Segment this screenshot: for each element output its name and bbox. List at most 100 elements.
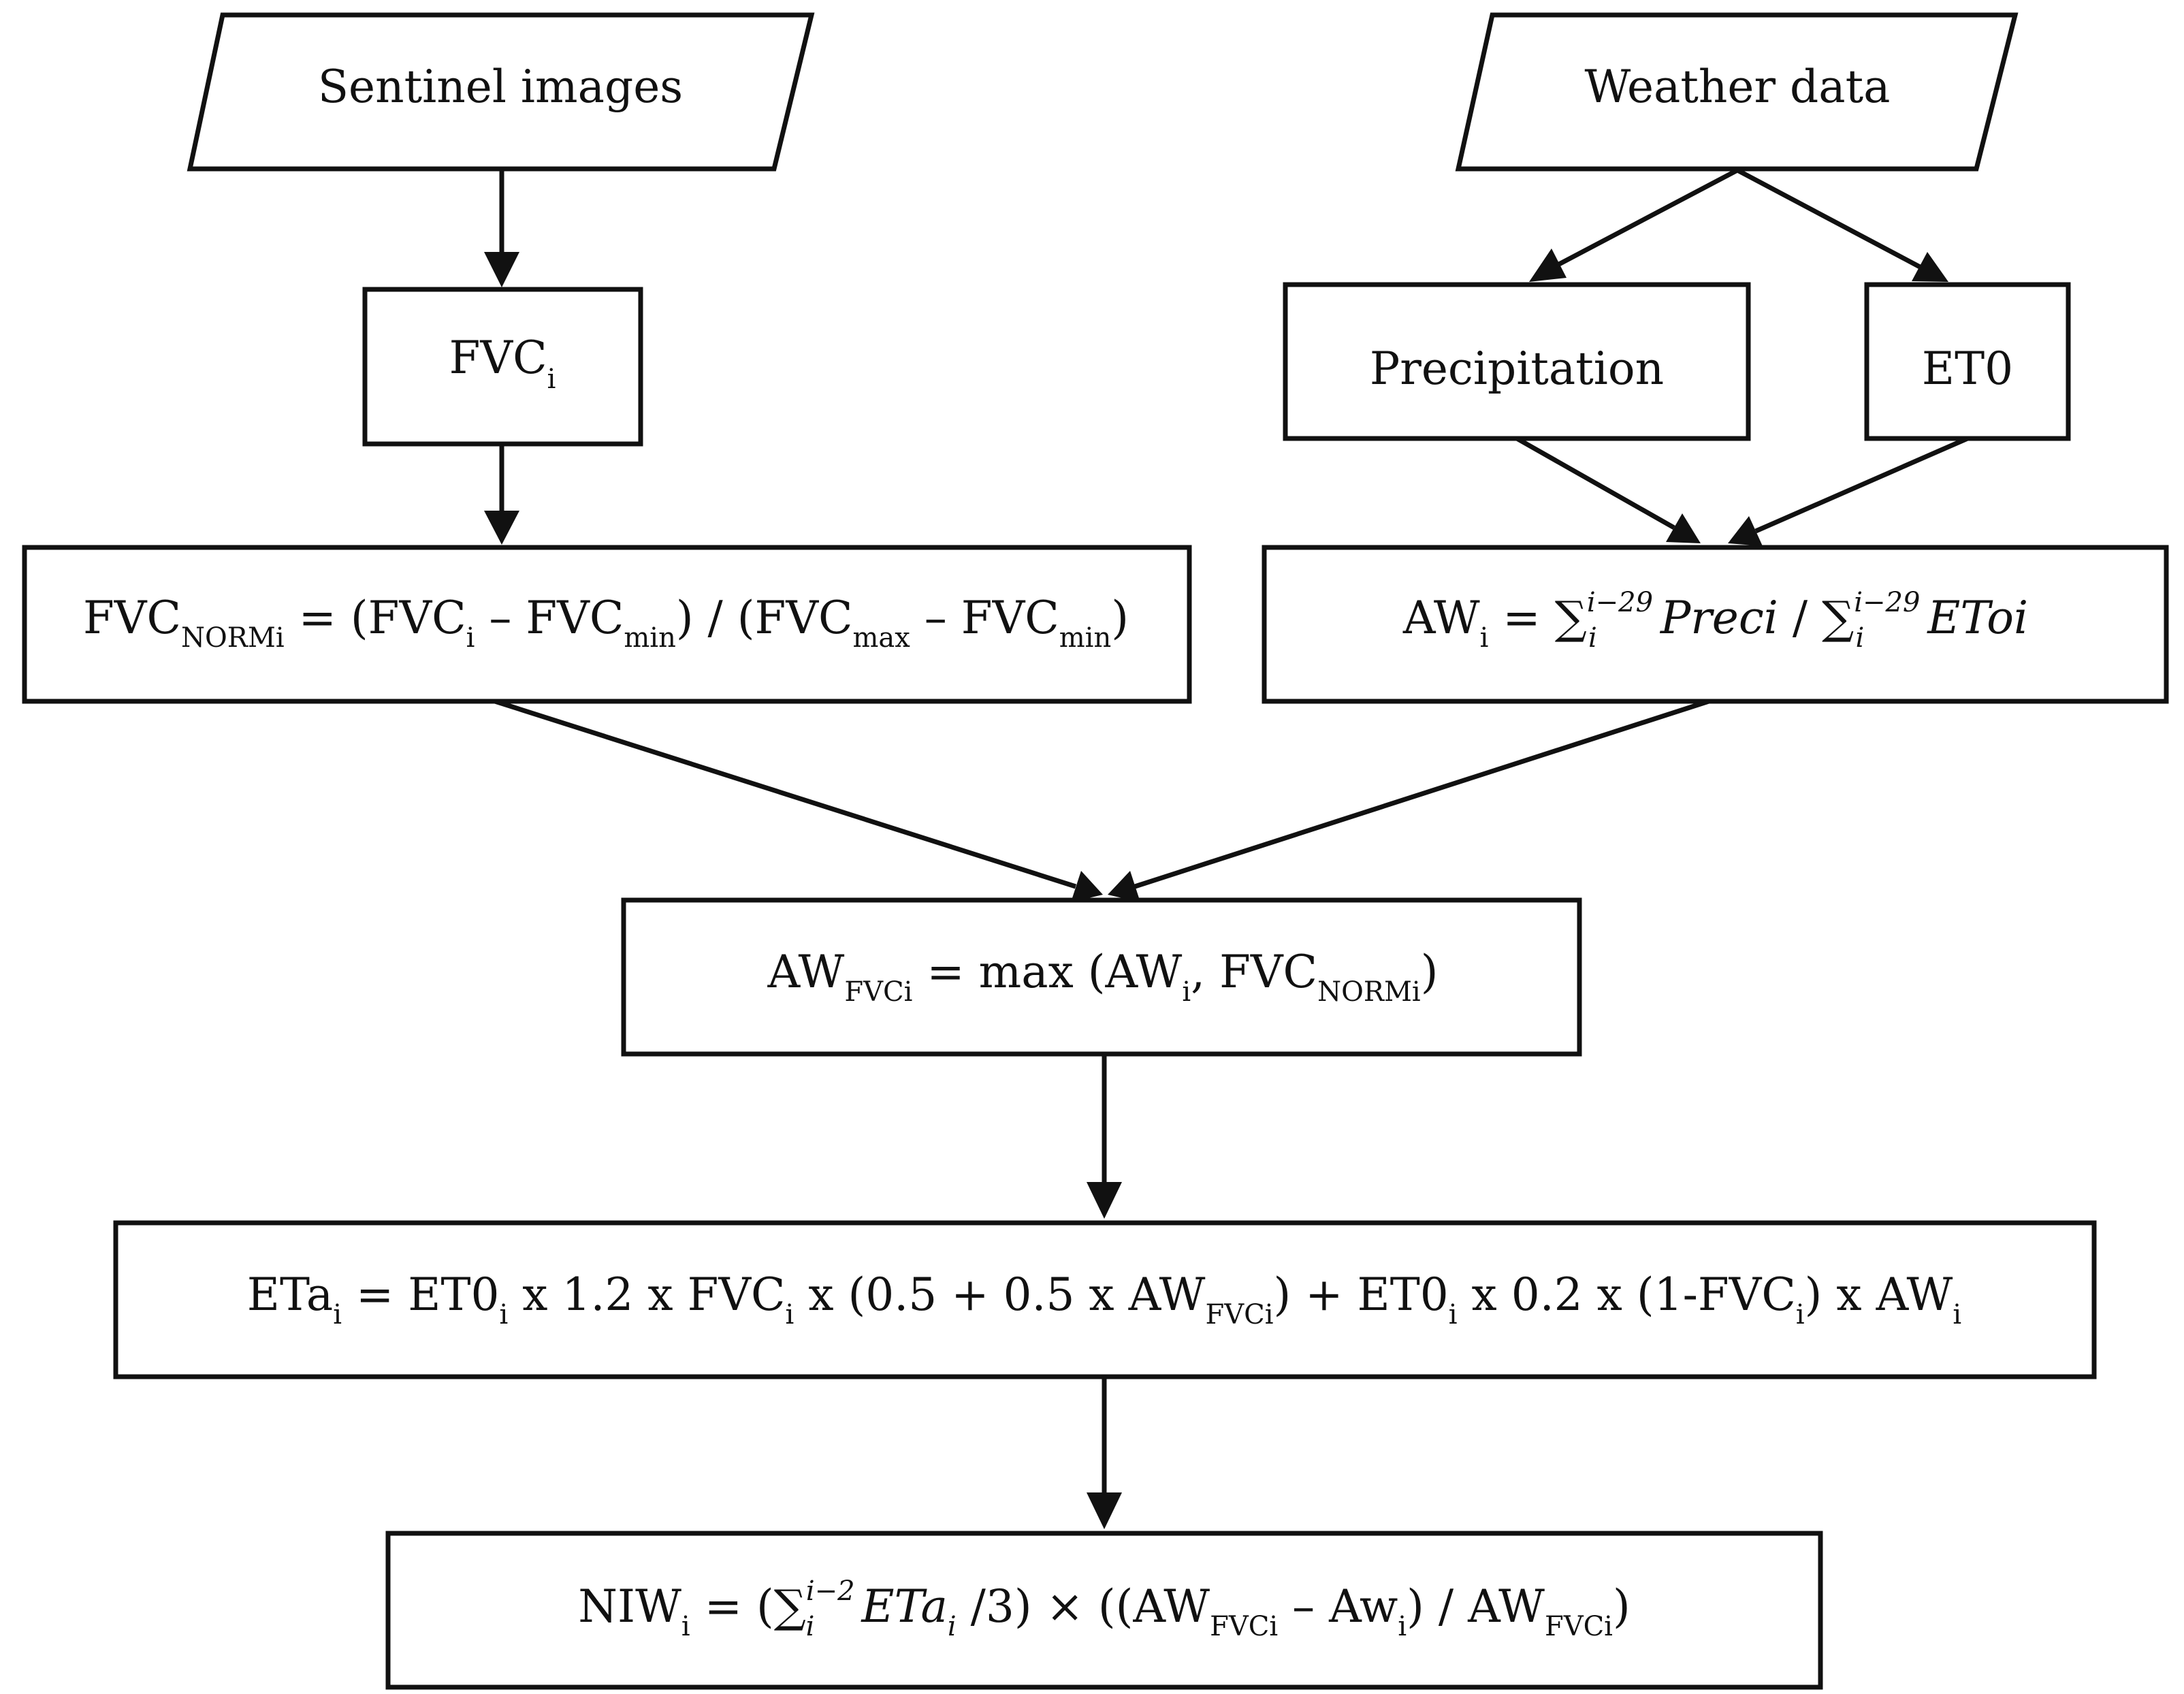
node-label: FVCi <box>449 332 556 395</box>
formula-part: = (∑ <box>690 1580 806 1633</box>
formula-part: = ∑ <box>1488 592 1586 644</box>
subscript: i <box>786 1299 794 1330</box>
formula-part: – FVC <box>475 592 624 644</box>
formula: FVCNORMi = (FVCi – FVCmin) / (FVCmax – F… <box>83 592 1129 654</box>
arrowhead <box>1912 252 1948 282</box>
formula-part: ETa <box>847 1580 947 1633</box>
formula-part: Preci <box>1646 592 1778 644</box>
formula-part: x (0.5 + 0.5 x AW <box>794 1268 1205 1321</box>
arrowhead <box>1666 513 1701 543</box>
formula-part: ) <box>1111 592 1129 644</box>
process-box <box>113 1220 2097 1379</box>
formula-part: – FVC <box>910 592 1059 644</box>
formula-part: NIW <box>578 1580 681 1633</box>
formula-part: x 1.2 x FVC <box>508 1268 785 1321</box>
formula-part: = (FVC <box>285 592 466 644</box>
subscript: i <box>1182 976 1191 1008</box>
subscript: FVCi <box>844 976 912 1008</box>
formula-part: x 0.2 x (1-FVC <box>1458 1268 1796 1321</box>
formula-part: – Aw <box>1278 1580 1398 1633</box>
formula-part: ) <box>1421 946 1439 998</box>
subscript: FVCi <box>1210 1611 1278 1642</box>
arrowhead <box>484 511 519 545</box>
subscript: FVCi <box>1205 1299 1273 1330</box>
formula-part: /3) × ((AW <box>957 1580 1210 1633</box>
subscript: i <box>1398 1611 1407 1642</box>
node-eta: ETai = ET0i x 1.2 x FVCi x (0.5 + 0.5 x … <box>113 1220 2097 1379</box>
formula-part: ETa <box>247 1268 333 1321</box>
edges <box>484 167 1969 1529</box>
subscript: min <box>1059 622 1111 654</box>
edge-fvcnorm-awfvc <box>494 699 1077 889</box>
formula: AWFVCi = max (AWi, FVCNORMi) <box>767 946 1439 1008</box>
input-shape <box>1455 12 2019 172</box>
formula-part: , FVC <box>1191 946 1317 998</box>
superscript: i−29 <box>1587 587 1653 618</box>
subscript: i <box>806 1611 815 1642</box>
subscript: i <box>1480 622 1489 654</box>
superscript: i−2 <box>806 1576 855 1607</box>
process-box <box>1864 282 2071 441</box>
node-weather-data: Weather data <box>1455 12 2019 172</box>
process-box <box>385 1531 1823 1690</box>
subscript: i <box>1855 622 1864 654</box>
arrowhead <box>1728 516 1763 546</box>
formula-part: ) x AW <box>1805 1268 1953 1321</box>
subscript: max <box>852 622 910 654</box>
formula-part: AW <box>767 946 845 998</box>
arrowhead <box>484 252 519 287</box>
input-shape <box>187 12 815 172</box>
subscript: i <box>499 1299 508 1330</box>
arrowhead <box>1108 871 1140 902</box>
subscript: min <box>624 622 675 654</box>
process-box <box>22 545 1192 704</box>
subscript: i <box>1449 1299 1458 1330</box>
node-precipitation: Precipitation <box>1283 282 1751 441</box>
formula-part: ) / AW <box>1407 1580 1545 1633</box>
formula: ETai = ET0i x 1.2 x FVCi x (0.5 + 0.5 x … <box>247 1268 1961 1330</box>
process-box <box>1283 282 1751 441</box>
formula-part: = ET0 <box>342 1268 499 1321</box>
process-box <box>362 287 643 447</box>
subscript: i <box>1796 1299 1805 1330</box>
subscript: i <box>681 1611 690 1642</box>
formula-part: ) + ET0 <box>1274 1268 1449 1321</box>
node-aw-fvc: AWFVCi = max (AWi, FVCNORMi) <box>621 897 1582 1057</box>
process-box <box>1262 545 2169 704</box>
edge-weather-et0 <box>1736 167 1921 270</box>
arrowhead <box>1087 1182 1122 1219</box>
subscript: i <box>948 1611 957 1642</box>
node-fvc-norm: FVCNORMi = (FVCi – FVCmin) / (FVCmax – F… <box>22 545 1192 704</box>
subscript: FVCi <box>1545 1611 1613 1642</box>
subscript: i <box>547 364 556 395</box>
edge-et0-aw <box>1754 436 1969 534</box>
node-et0: ET0 <box>1864 282 2071 441</box>
subscript: i <box>466 622 475 654</box>
subscript: i <box>1588 622 1597 654</box>
node-fvc: FVCi <box>362 287 643 447</box>
formula-part: = max (AW <box>912 946 1182 998</box>
label-text: FVC <box>449 332 547 384</box>
subscript: i <box>333 1299 342 1330</box>
node-sentinel-images: Sentinel images <box>187 12 815 172</box>
edge-precip-aw <box>1515 436 1675 530</box>
arrowhead <box>1529 249 1567 282</box>
formula-part: EToi <box>1913 592 2028 644</box>
edge-aw-awfvc <box>1134 699 1710 889</box>
formula-part: AW <box>1402 592 1480 644</box>
subscript: i <box>1953 1299 1961 1330</box>
formula-part: ) <box>1613 1580 1631 1633</box>
formula-part: FVC <box>83 592 181 644</box>
edge-weather-precip <box>1558 167 1739 267</box>
arrowhead <box>1087 1492 1122 1529</box>
superscript: i−29 <box>1854 587 1920 618</box>
node-label: ET0 <box>1922 342 2013 395</box>
formula-part: ) / (FVC <box>676 592 853 644</box>
subscript: NORMi <box>1317 976 1421 1008</box>
node-label: Sentinel images <box>318 61 683 113</box>
subscript: NORMi <box>181 622 285 654</box>
